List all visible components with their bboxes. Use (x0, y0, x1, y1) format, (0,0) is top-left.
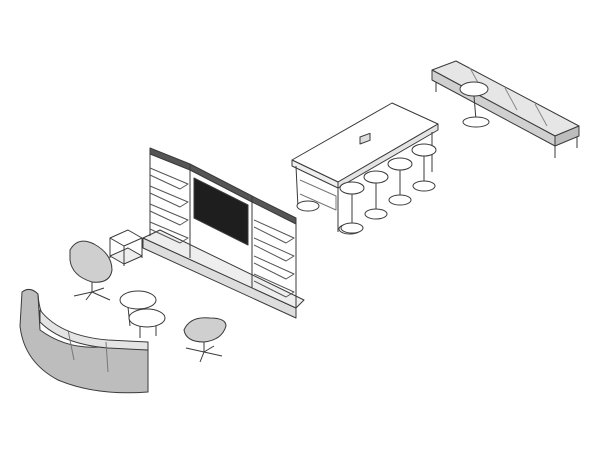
coffee-tables (120, 291, 165, 338)
stool (340, 182, 364, 233)
side-table (460, 82, 489, 127)
bar-stools (340, 144, 436, 233)
stool (412, 144, 436, 191)
cart (110, 230, 142, 266)
display-screen (194, 178, 248, 245)
bench (432, 61, 579, 158)
curved-sofa (20, 289, 148, 392)
shelves (150, 168, 294, 297)
stool (388, 158, 412, 205)
swivel-chair (184, 318, 226, 362)
stool (364, 171, 388, 219)
shelving-wall (143, 148, 304, 318)
lounge-chair (70, 241, 112, 300)
